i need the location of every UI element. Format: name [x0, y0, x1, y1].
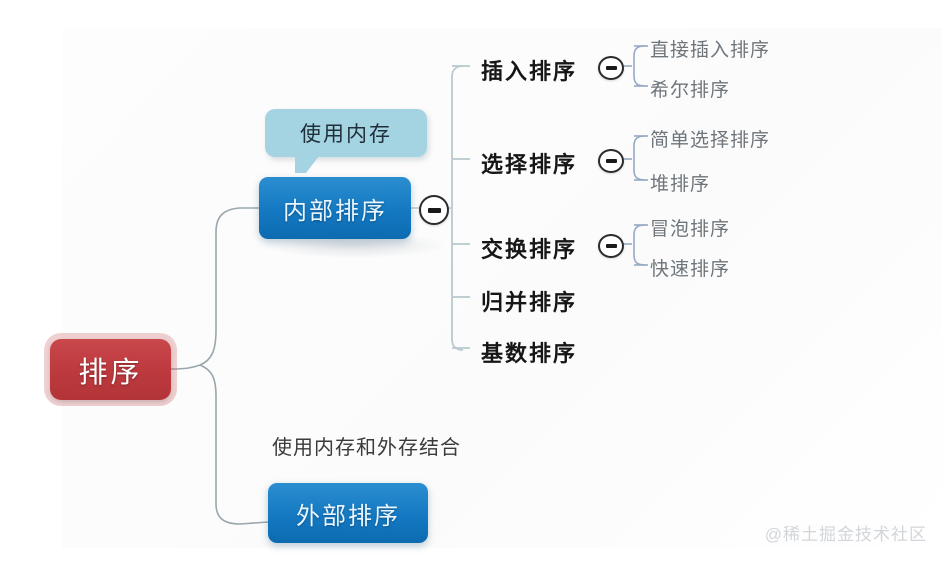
branch-item-label: 插入排序 — [481, 59, 578, 84]
minus-circle-icon-exchange-sort[interactable] — [598, 234, 624, 258]
callout-tail-icon — [295, 156, 319, 173]
root-node-label: 排序 — [78, 356, 143, 389]
node-internal-sort[interactable]: 内部排序 — [259, 177, 411, 239]
branch-item-radix-sort[interactable]: 基数排序 — [481, 336, 577, 368]
node-external-sort-label: 外部排序 — [296, 502, 400, 530]
leaf-item-label: 简单选择排序 — [650, 130, 771, 151]
branch-item-label: 交换排序 — [481, 237, 578, 262]
leaf-item-direct-insertion-sort[interactable]: 直接插入排序 — [650, 35, 770, 62]
leaf-item-simple-selection-sort[interactable]: 简单选择排序 — [650, 125, 770, 152]
branch-item-label: 选择排序 — [481, 152, 578, 177]
minus-circle-icon-internal-sort[interactable] — [419, 195, 449, 225]
leaf-item-quick-sort[interactable]: 快速排序 — [650, 254, 730, 281]
branch-item-label: 归并排序 — [481, 290, 578, 315]
leaf-item-label: 堆排序 — [650, 174, 711, 195]
minus-dash — [605, 159, 617, 163]
branch-item-merge-sort[interactable]: 归并排序 — [481, 285, 577, 317]
leaf-item-label: 希尔排序 — [650, 80, 731, 101]
callout-use-memory[interactable]: 使用内存 — [265, 109, 427, 173]
minus-dash — [605, 66, 617, 70]
leaf-item-heap-sort[interactable]: 堆排序 — [650, 169, 710, 196]
node-external-sort[interactable]: 外部排序 — [268, 483, 428, 543]
branch-item-exchange-sort[interactable]: 交换排序 — [481, 232, 577, 264]
node-internal-sort-label: 内部排序 — [283, 197, 387, 225]
external-sort-note: 使用内存和外存结合 — [272, 437, 461, 459]
leaf-item-label: 快速排序 — [650, 259, 731, 280]
minus-circle-icon-selection-sort[interactable] — [598, 149, 624, 173]
root-node-sorting[interactable]: 排序 — [50, 339, 171, 400]
minus-circle-icon-insertion-sort[interactable] — [598, 56, 624, 80]
callout-label: 使用内存 — [300, 123, 392, 146]
watermark: @稀土掘金技术社区 — [764, 525, 927, 544]
minus-dash — [605, 244, 617, 248]
branch-item-selection-sort[interactable]: 选择排序 — [481, 147, 577, 179]
leaf-item-shell-sort[interactable]: 希尔排序 — [650, 75, 730, 102]
leaf-item-bubble-sort[interactable]: 冒泡排序 — [650, 214, 730, 241]
branch-item-label: 基数排序 — [481, 341, 578, 366]
branch-item-insertion-sort[interactable]: 插入排序 — [481, 54, 577, 86]
leaf-item-label: 冒泡排序 — [650, 219, 731, 240]
minus-dash — [427, 207, 441, 213]
leaf-item-label: 直接插入排序 — [650, 40, 771, 61]
